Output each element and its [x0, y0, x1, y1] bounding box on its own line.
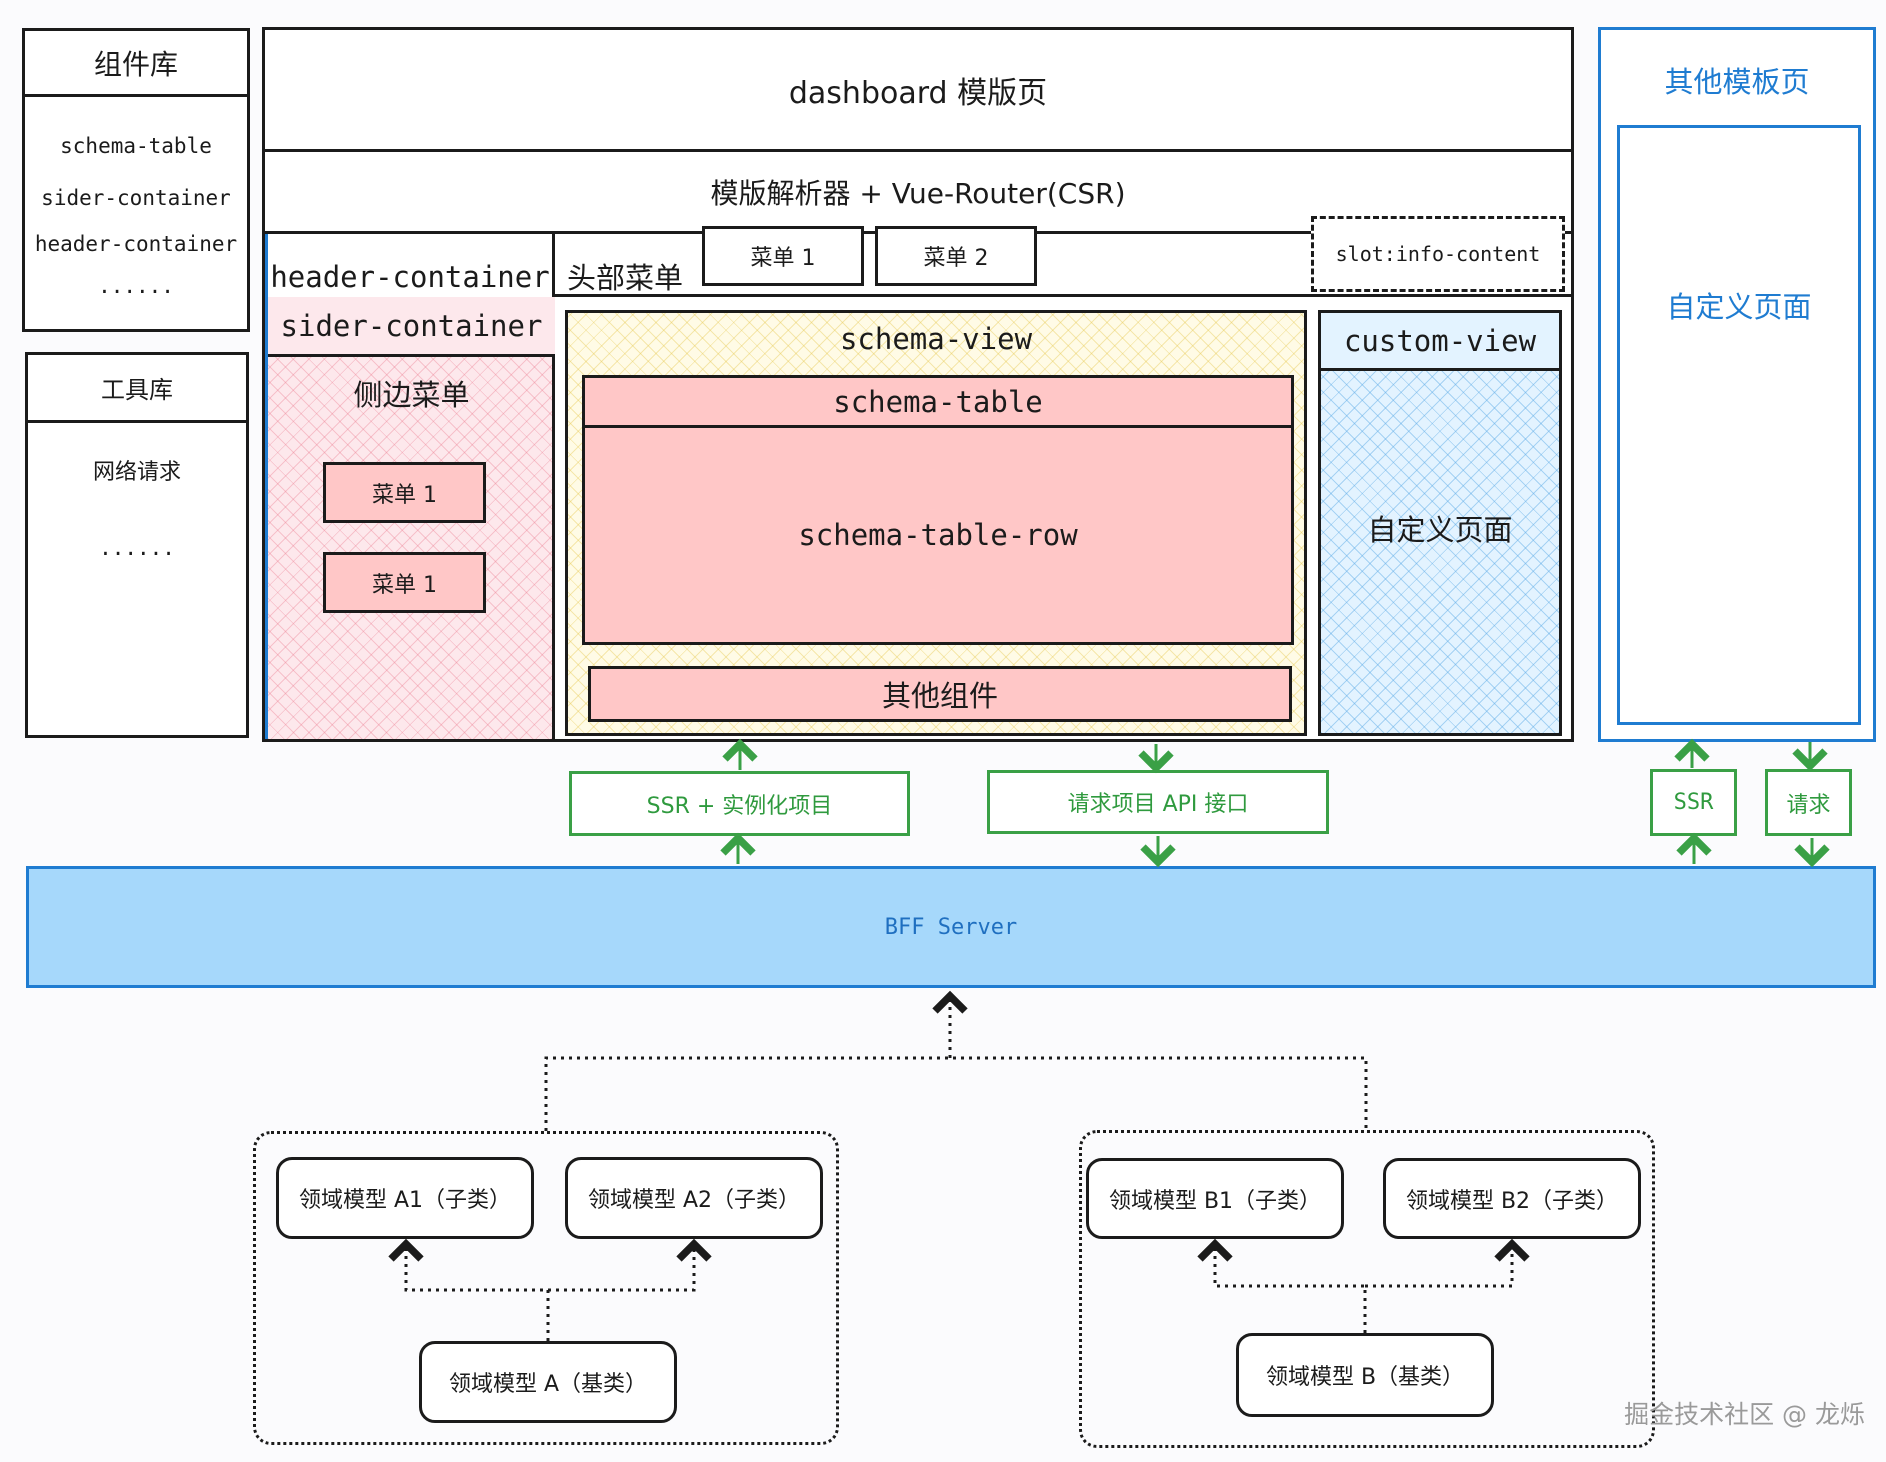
- schema-table: schema-table schema-table-row: [582, 375, 1294, 645]
- schema-table-title: schema-table: [585, 378, 1291, 428]
- side-menu-label: 侧边菜单: [353, 378, 470, 412]
- model-a2: 领域模型 A2（子类）: [565, 1157, 823, 1239]
- model-b-base: 领域模型 B（基类）: [1236, 1333, 1494, 1417]
- sider-container-title: sider-container: [268, 297, 555, 357]
- other-template-custom-page: 自定义页面: [1617, 125, 1861, 725]
- tree-top: [544, 1056, 1368, 1131]
- ssr-instantiate-connector: SSR + 实例化项目: [569, 771, 910, 836]
- dashboard-template-page: dashboard 模版页 模版解析器 + Vue-Router(CSR) he…: [262, 27, 1574, 742]
- component-item-schema-table: schema-table: [60, 134, 212, 158]
- sider-container: sider-container 侧边菜单 菜单 1 菜单 1: [265, 297, 555, 739]
- component-library-title: 组件库: [25, 31, 247, 97]
- side-menu-item-2[interactable]: 菜单 1: [323, 552, 486, 613]
- model-b1: 领域模型 B1（子类）: [1086, 1158, 1344, 1239]
- side-menu-item-1[interactable]: 菜单 1: [323, 462, 486, 523]
- watermark: 掘金技术社区 @ 龙烁: [1624, 1400, 1865, 1429]
- slot-info-content: slot:info-content: [1311, 216, 1565, 292]
- header-menu-item-2[interactable]: 菜单 2: [875, 226, 1037, 286]
- other-components: 其他组件: [588, 666, 1292, 722]
- schema-view-title: schema-view: [839, 322, 1033, 356]
- request-connector: 请求: [1765, 769, 1852, 836]
- tool-item-network-request: 网络请求: [92, 460, 181, 485]
- tool-library-title: 工具库: [28, 355, 246, 423]
- model-group-a: [253, 1131, 839, 1445]
- model-b2: 领域模型 B2（子类）: [1383, 1158, 1641, 1239]
- schema-view: schema-view schema-table schema-table-ro…: [565, 310, 1307, 736]
- dashboard-title: dashboard 模版页: [265, 30, 1571, 152]
- component-library: 组件库 schema-table sider-container header-…: [22, 28, 250, 332]
- other-template-page: 其他模板页 自定义页面: [1598, 27, 1876, 742]
- model-a-base: 领域模型 A（基类）: [419, 1341, 677, 1423]
- component-item-more: ......: [98, 274, 174, 298]
- custom-view: custom-view 自定义页面: [1318, 310, 1562, 736]
- component-item-header-container: header-container: [34, 232, 238, 256]
- tool-library: 工具库 网络请求 ......: [25, 352, 249, 738]
- custom-view-page: 自定义页面: [1367, 513, 1513, 547]
- request-api-connector: 请求项目 API 接口: [987, 770, 1329, 834]
- model-group-b: [1079, 1130, 1655, 1448]
- custom-view-title: custom-view: [1321, 313, 1559, 371]
- component-item-sider-container: sider-container: [41, 186, 231, 210]
- model-a1: 领域模型 A1（子类）: [276, 1157, 534, 1239]
- tool-item-more: ......: [99, 536, 175, 560]
- header-menu-label: 头部菜单: [566, 261, 683, 295]
- other-template-title: 其他模板页: [1664, 65, 1810, 99]
- ssr-connector: SSR: [1650, 769, 1737, 836]
- header-menu-item-1[interactable]: 菜单 1: [702, 226, 864, 286]
- schema-table-row: schema-table-row: [798, 518, 1078, 552]
- header-row-divider: [555, 294, 1571, 297]
- bff-server: BFF Server: [26, 866, 1876, 988]
